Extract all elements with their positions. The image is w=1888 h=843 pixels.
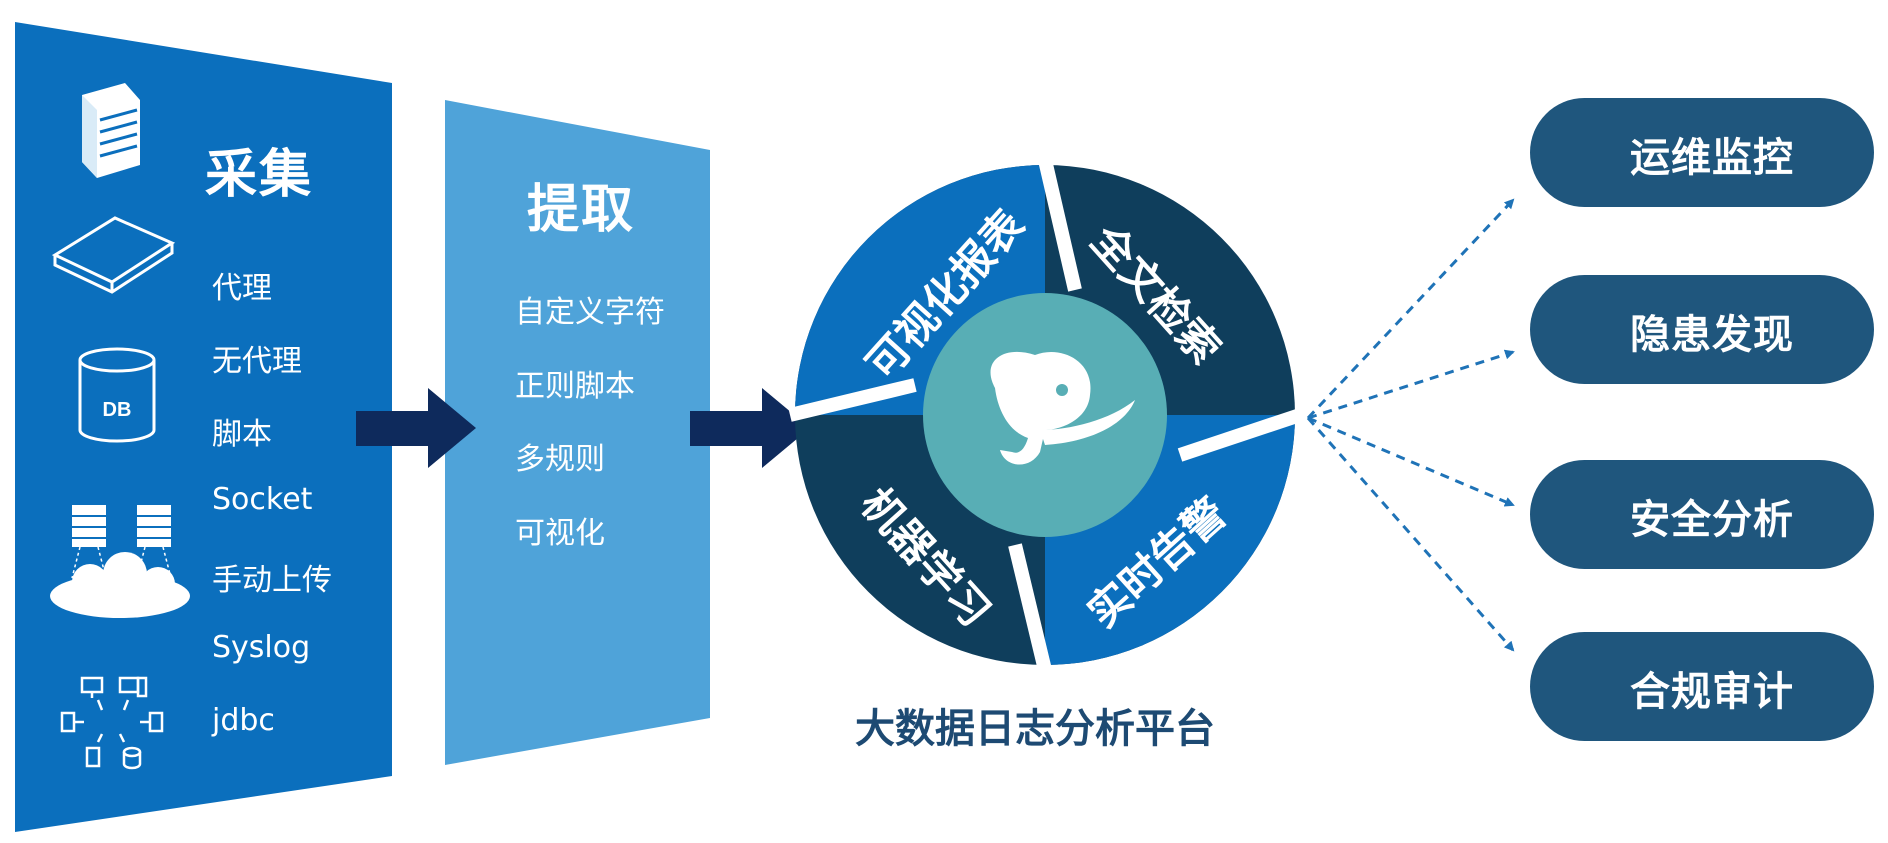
flow-arrow-extract-to-platform (690, 388, 810, 468)
extraction-item-custom-char: 自定义字符 (515, 295, 665, 330)
dashed-arrows (1306, 198, 1515, 652)
devices-network-icon (60, 676, 164, 770)
elephant-logo-icon (990, 351, 1135, 465)
database-icon: DB (78, 347, 156, 443)
collection-item-jdbc: jdbc (212, 703, 275, 738)
extraction-item-multi-rule: 多规则 (515, 442, 605, 477)
output-label: 安全分析 (1630, 497, 1794, 543)
network-appliance-icon (51, 216, 176, 294)
collection-item-syslog: Syslog (212, 630, 311, 665)
output-security-analysis: 安全分析 (1530, 460, 1874, 569)
extraction-item-regex-script: 正则脚本 (515, 369, 635, 404)
db-icon-label: DB (103, 399, 132, 421)
collection-item-socket: Socket (212, 482, 313, 517)
collection-item-agent: 代理 (212, 271, 272, 306)
output-compliance-audit: 合规审计 (1530, 632, 1874, 741)
server-icon (82, 83, 140, 178)
extraction-title: 提取 (527, 180, 636, 240)
collection-title: 采集 (205, 145, 314, 205)
output-label: 合规审计 (1630, 669, 1794, 715)
collection-item-script: 脚本 (212, 417, 272, 452)
output-label: 运维监控 (1630, 135, 1794, 181)
extraction-item-visualization: 可视化 (515, 516, 605, 551)
cloud-servers-icon (50, 505, 190, 618)
collection-panel (15, 22, 392, 832)
extraction-panel (445, 100, 710, 765)
output-label: 隐患发现 (1630, 312, 1794, 358)
flow-arrow-collect-to-extract (356, 388, 476, 468)
output-ops-monitoring: 运维监控 (1530, 98, 1874, 207)
platform-ring (788, 158, 1303, 672)
collection-item-manual-upload: 手动上传 (212, 563, 332, 598)
platform-label: 大数据日志分析平台 (855, 706, 1215, 752)
output-hazard-discovery: 隐患发现 (1530, 275, 1874, 384)
collection-item-agentless: 无代理 (212, 344, 302, 379)
